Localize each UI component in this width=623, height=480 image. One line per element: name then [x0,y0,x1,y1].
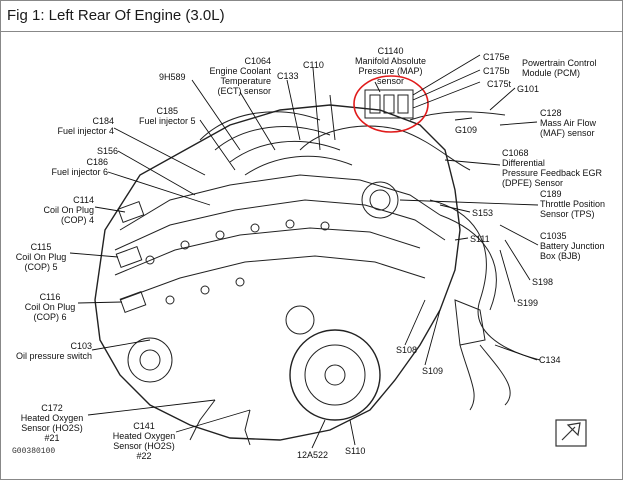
label-c1064: C1064 Engine Coolant Temperature (ECT) s… [209,56,271,96]
label-c184: C184 Fuel injector 4 [57,116,114,136]
label-c115: C115 Coil On Plug (COP) 5 [15,242,67,272]
label-c189: C189 Throttle Position Sensor (TPS) [540,189,606,219]
label-c1068: C1068 Differential Pressure Feedback EGR… [502,148,603,188]
label-c175b: C175b [483,66,510,76]
figure-code: G00380100 [12,447,56,456]
label-g101: G101 [517,84,540,94]
label-c110: C110 [303,60,324,70]
label-s108: S108 [396,345,418,355]
label-c116: C116 Coil On Plug (COP) 6 [24,292,76,322]
label-c185: C185 Fuel injector 5 [139,106,196,126]
label-s109: S109 [422,366,444,376]
label-c1140: C1140 Manifold Absolute Pressure (MAP) s… [355,46,427,86]
label-pcm: Powertrain Control Module (PCM) [522,58,597,78]
label-c103: C103 Oil pressure switch [15,341,92,361]
label-s156: S156 [97,146,119,156]
label-c128: C128 Mass Air Flow (MAF) sensor [540,108,597,138]
label-s153: S153 [472,208,494,218]
label-c186: C186 Fuel injector 6 [51,157,108,177]
label-s110: S110 [345,446,366,456]
label-c114: C114 Coil On Plug (COP) 4 [43,195,94,225]
label-c141: C141 Heated Oxygen Sensor (HO2S) #22 [112,421,176,461]
leader-lines [69,54,539,449]
label-s111: S111 [470,234,490,244]
figure-title: Fig 1: Left Rear Of Engine (3.0L) [7,7,225,24]
label-c134: C134 [539,355,561,365]
engine-drawing [94,89,541,446]
orientation-arrow-icon [555,419,587,447]
label-s198: S198 [532,277,554,287]
label-c175e: C175e [483,52,510,62]
title-bar: Fig 1: Left Rear Of Engine (3.0L) [1,1,622,32]
label-c172: C172 Heated Oxygen Sensor (HO2S) #21 [20,403,84,443]
label-g109: G109 [455,125,478,135]
label-c133: C133 [277,71,299,81]
label-c1035: C1035 Battery Junction Box (BJB) [540,231,605,261]
label-12a522: 12A522 [297,450,329,460]
label-9h589: 9H589 [159,72,186,82]
map-sensor-highlight-circle [353,75,429,133]
label-c175t: C175t [487,79,512,89]
label-s199: S199 [517,298,539,308]
